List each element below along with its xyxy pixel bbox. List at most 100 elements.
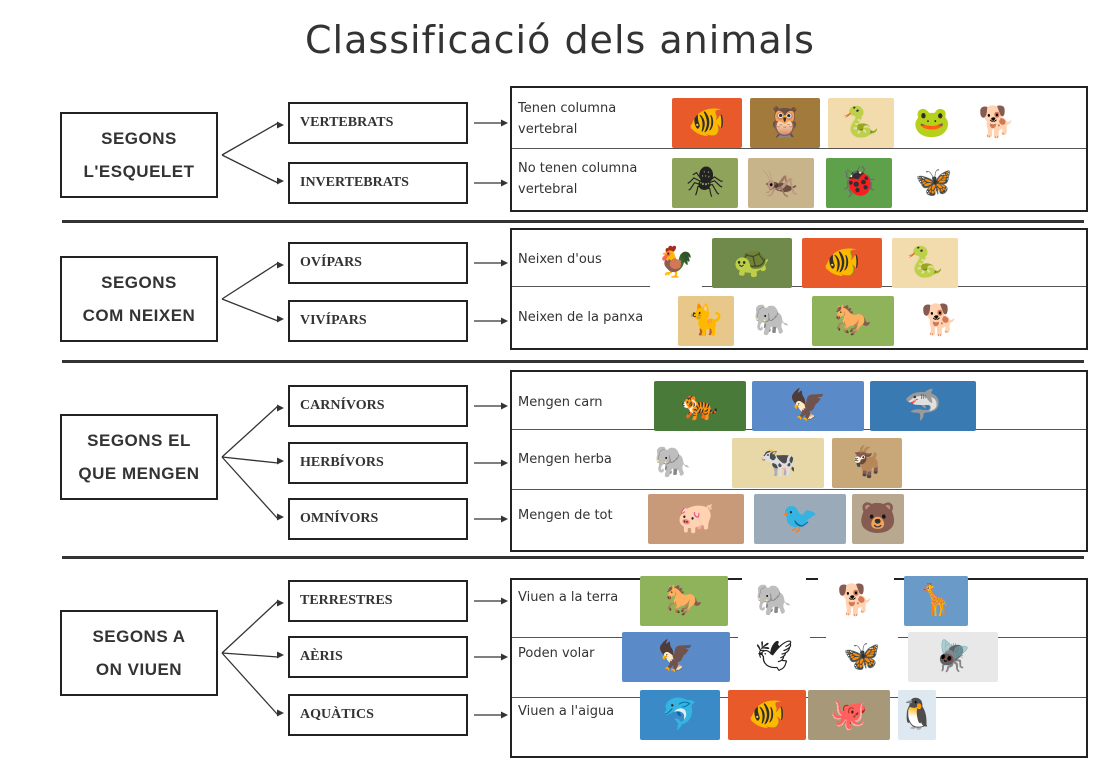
frog-icon: 🐸 (902, 98, 962, 148)
arrow-head (277, 261, 284, 269)
arrow-head (501, 317, 508, 325)
description-line: Mengen de tot (518, 507, 613, 523)
criterion-label: SEGONS A (92, 626, 186, 646)
elephant-icon: 🐘 (740, 296, 804, 346)
criterion-label: L'ESQUELET (83, 161, 195, 181)
arrow-head (277, 651, 284, 659)
description-line: Poden volar (518, 645, 595, 661)
row-divider (512, 489, 1086, 490)
cow-icon: 🐄 (732, 438, 824, 488)
tiger-icon: 🐅 (654, 381, 746, 431)
butterfly-icon: 🦋 (902, 158, 966, 208)
ladybug-icon: 🐞 (826, 158, 892, 208)
criterion-label: QUE MENGEN (78, 463, 200, 483)
eagle-icon: 🦅 (752, 381, 864, 431)
arrow-head (501, 711, 508, 719)
row-divider (512, 286, 1086, 287)
category-box: HERBÍVORS (288, 442, 468, 484)
criterion-label: SEGONS (101, 272, 177, 292)
criterion-box: SEGONS A ON VIUEN (60, 610, 218, 696)
rooster-icon: 🐓 (650, 238, 702, 288)
butterfly-icon: 🦋 (826, 632, 898, 682)
description-line: Neixen d'ous (518, 251, 602, 267)
category-box: TERRESTRES (288, 580, 468, 622)
horse-icon: 🐎 (812, 296, 894, 346)
elephant-icon: 🐘 (742, 576, 806, 626)
pigeon-icon: 🕊 (738, 632, 810, 682)
fan-connector (221, 262, 279, 300)
section-separator (62, 360, 1084, 363)
arrow-head (501, 402, 508, 410)
fish-icon: 🐠 (802, 238, 882, 288)
arrow-head (277, 457, 284, 465)
fan-connector (221, 456, 279, 464)
arrow-head (277, 404, 284, 412)
octopus-icon: 🐙 (808, 690, 890, 740)
description-line: Tenen columna (518, 101, 617, 116)
arrow-head (501, 119, 508, 127)
fan-connector (221, 154, 279, 184)
section-separator (62, 220, 1084, 223)
arrow-head (501, 259, 508, 267)
criterion-label: ON VIUEN (95, 659, 183, 679)
criterion-box: SEGONS L'ESQUELET (60, 112, 218, 198)
dog-icon: 🐕 (904, 296, 976, 346)
cat-icon: 🐈 (678, 296, 734, 346)
description-line: vertebral (518, 182, 578, 197)
grasshopper-icon: 🦗 (748, 158, 814, 208)
page-title: Classificació dels animals (305, 18, 815, 62)
category-box: AQUÀTICS (288, 694, 468, 736)
row-description: Neixen de la panxa (518, 307, 643, 328)
criterion-label: SEGONS EL (87, 430, 191, 450)
snake-icon: 🐍 (828, 98, 894, 148)
row-description: Viuen a la terra (518, 587, 618, 608)
row-description: No tenen columna vertebral (518, 158, 637, 200)
category-box: VERTEBRATS (288, 102, 468, 144)
shark-icon: 🦈 (870, 381, 976, 431)
category-box: INVERTEBRATS (288, 162, 468, 204)
arrow-head (501, 179, 508, 187)
row-description: Poden volar (518, 643, 595, 664)
criterion-label: SEGONS (101, 128, 177, 148)
description-line: No tenen columna (518, 161, 638, 176)
row-divider (512, 148, 1086, 149)
dog-icon: 🐕 (966, 98, 1028, 148)
fly-icon: 🪰 (908, 632, 998, 682)
row-description: Mengen de tot (518, 505, 613, 526)
criterion-box: SEGONS EL QUE MENGEN (60, 414, 218, 500)
fan-connector (221, 405, 279, 458)
snake-icon: 🐍 (892, 238, 958, 288)
description-line: Viuen a la terra (518, 589, 619, 605)
fan-connector (221, 652, 279, 658)
elephant-icon: 🐘 (640, 438, 706, 488)
row-description: Viuen a l'aigua (518, 701, 614, 722)
arrow-head (277, 315, 284, 323)
fan-connector (221, 652, 279, 716)
category-box: VIVÍPARS (288, 300, 468, 342)
arrow-head (277, 177, 284, 185)
arrow-head (501, 459, 508, 467)
criterion-box: SEGONS COM NEIXEN (60, 256, 218, 342)
category-box: CARNÍVORS (288, 385, 468, 427)
turtle-icon: 🐢 (712, 238, 792, 288)
fan-connector (221, 600, 279, 654)
category-box: OVÍPARS (288, 242, 468, 284)
arrow-head (277, 709, 284, 717)
description-line: Mengen carn (518, 394, 603, 410)
pig-icon: 🐖 (648, 494, 744, 544)
dog-icon: 🐕 (818, 576, 894, 626)
row-description: Mengen carn (518, 392, 603, 413)
arrow-head (501, 653, 508, 661)
description-line: Mengen herba (518, 451, 612, 467)
row-description: Neixen d'ous (518, 249, 602, 270)
seagull-icon: 🐦 (754, 494, 846, 544)
horse-icon: 🐎 (640, 576, 728, 626)
owl-icon: 🦉 (750, 98, 820, 148)
category-box: AÈRIS (288, 636, 468, 678)
arrow-head (277, 599, 284, 607)
criterion-label: COM NEIXEN (82, 305, 196, 325)
fish-icon: 🐠 (672, 98, 742, 148)
arrow-head (277, 121, 284, 129)
